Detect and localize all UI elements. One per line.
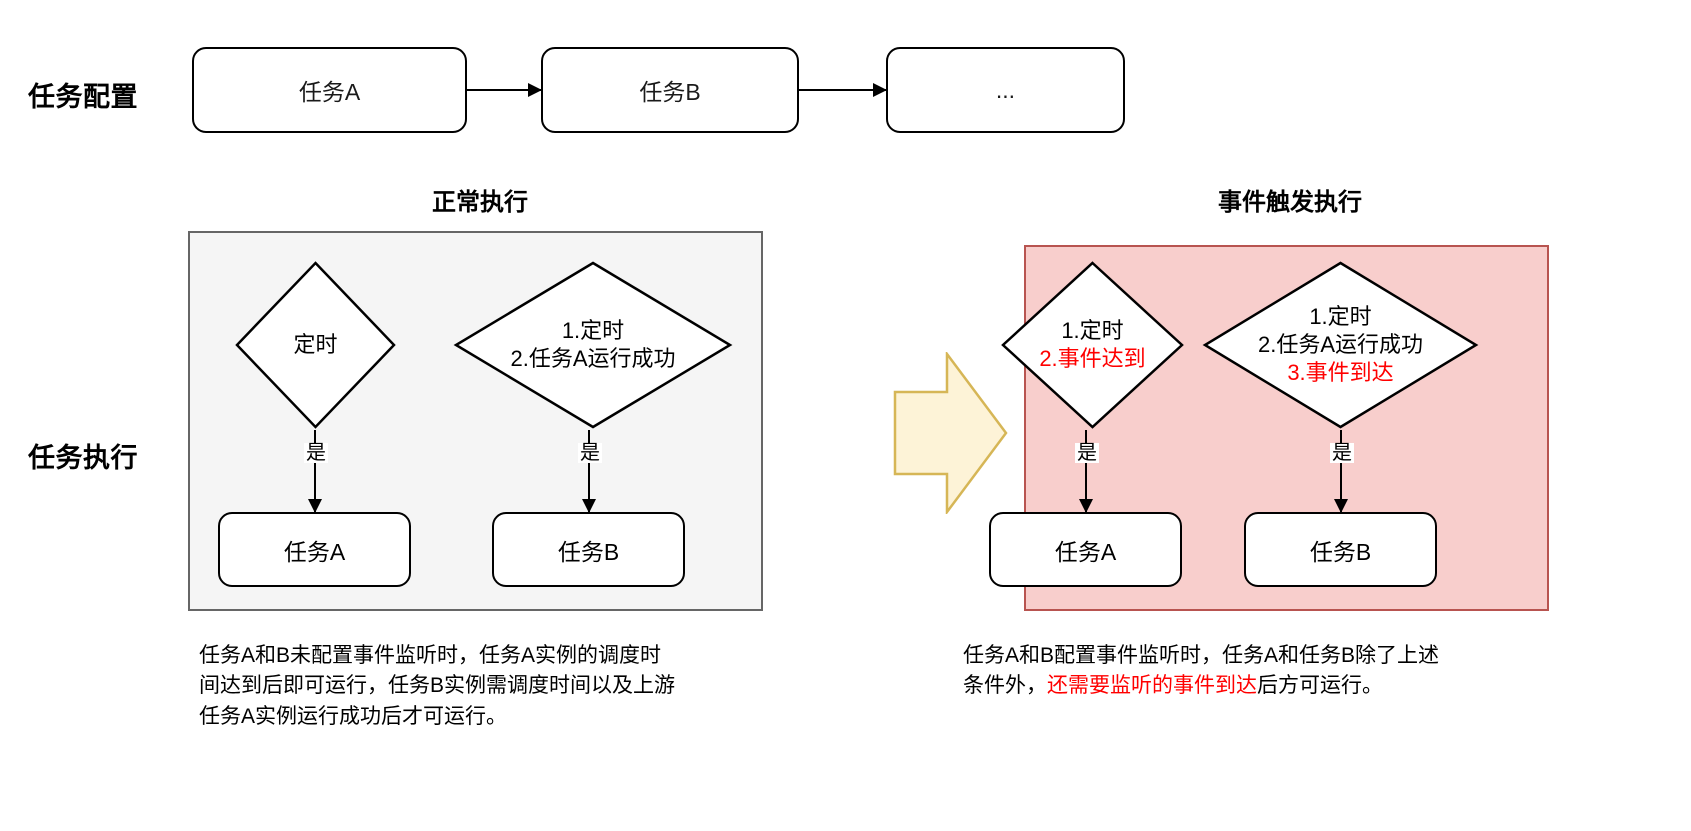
leaf-node-label: 任务A: [1054, 538, 1117, 565]
caption-segment: 条件外，: [963, 674, 1047, 698]
caption-event-execution: 任务A和B配置事件监听时，任务A和任务B除了上述 条件外，还需要监听的事件到达后…: [963, 641, 1563, 702]
caption-segment: 间达到后即可运行，任务B实例需调度时间以及上游: [199, 674, 676, 698]
diamond-shape-icon: [453, 261, 733, 429]
caption-segment: 任务A和B未配置事件监听时，任务A实例的调度时: [199, 644, 662, 667]
panel-title-event: 事件触发执行: [1218, 189, 1362, 216]
leaf-node-task-b[interactable]: 任务B: [1244, 512, 1437, 587]
decision-diamond-conditions-event[interactable]: 1.定时 2.任务A运行成功 3.事件到达: [1202, 260, 1479, 430]
pipeline-node-task-b[interactable]: 任务B: [541, 47, 799, 133]
decision-diamond-timer[interactable]: 定时: [234, 260, 397, 430]
caption-line: 条件外，还需要监听的事件到达后方可运行。: [963, 671, 1563, 701]
caption-segment-highlight: 还需要监听的事件到达: [1047, 674, 1257, 698]
caption-segment: 任务A实例运行成功后才可运行。: [199, 704, 508, 728]
edge-label-yes: 是: [304, 442, 328, 464]
edge-conditions-to-task-b: [1334, 430, 1348, 513]
pipeline-arrow-b-to-more: [799, 83, 887, 97]
diamond-shape-icon: [235, 261, 396, 429]
panel-title-normal: 正常执行: [432, 189, 528, 216]
row-label-task-execution: 任务执行: [28, 443, 138, 473]
pipeline-node-label: 任务A: [298, 79, 361, 105]
row-label-task-config: 任务配置: [28, 82, 138, 112]
leaf-node-task-a[interactable]: 任务A: [989, 512, 1182, 587]
decision-diamond-conditions[interactable]: 1.定时 2.任务A运行成功: [453, 260, 733, 430]
pipeline-node-task-a[interactable]: 任务A: [192, 47, 467, 133]
leaf-node-label: 任务B: [557, 538, 620, 565]
decision-diamond-timer-event[interactable]: 1.定时 2.事件达到: [1000, 260, 1185, 430]
caption-line: 间达到后即可运行，任务B实例需调度时间以及上游: [199, 671, 779, 701]
edge-conditions-to-task-b: [582, 430, 596, 513]
edge-timer-to-task-a: [1079, 430, 1093, 513]
edge-label-yes: 是: [578, 442, 602, 464]
pipeline-node-more[interactable]: ...: [886, 47, 1125, 133]
pipeline-arrow-a-to-b: [467, 83, 542, 97]
diamond-shape-icon: [1001, 261, 1184, 429]
pipeline-node-label: 任务B: [639, 79, 701, 105]
leaf-node-label: 任务B: [1309, 538, 1372, 565]
caption-line: 任务A和B未配置事件监听时，任务A实例的调度时: [199, 641, 779, 671]
caption-line: 任务A实例运行成功后才可运行。: [199, 702, 779, 732]
edge-timer-to-task-a: [308, 430, 322, 513]
leaf-node-task-a[interactable]: 任务A: [218, 512, 411, 587]
edge-label-yes: 是: [1330, 442, 1354, 464]
edge-label-yes: 是: [1075, 442, 1099, 464]
block-arrow-right-icon: [893, 352, 1008, 514]
caption-line: 任务A和B配置事件监听时，任务A和任务B除了上述: [963, 641, 1563, 671]
caption-normal-execution: 任务A和B未配置事件监听时，任务A实例的调度时 间达到后即可运行，任务B实例需调…: [199, 641, 779, 732]
leaf-node-label: 任务A: [283, 538, 346, 565]
caption-segment: 后方可运行。: [1257, 674, 1383, 698]
pipeline-node-label: ...: [995, 76, 1016, 103]
caption-segment: 任务A和B配置事件监听时，任务A和任务B除了上述: [963, 644, 1440, 667]
diamond-shape-icon: [1202, 261, 1479, 429]
leaf-node-task-b[interactable]: 任务B: [492, 512, 685, 587]
